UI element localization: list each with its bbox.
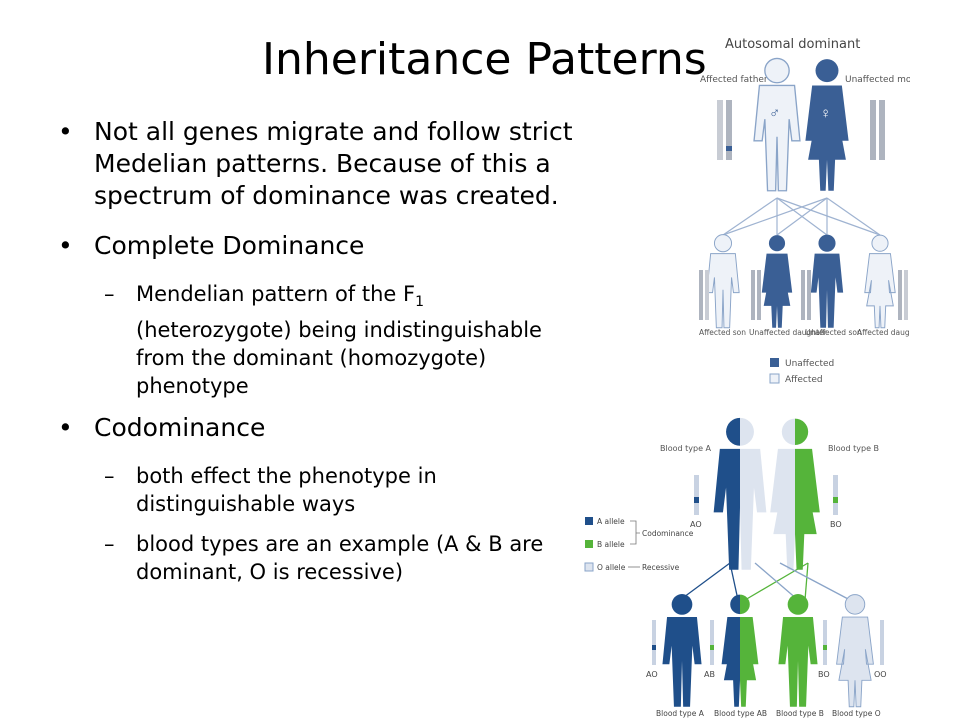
- child-figure-a: [662, 594, 702, 707]
- parent-left-label: Blood type A: [660, 444, 712, 453]
- legend-label: B allele: [597, 540, 625, 549]
- bullet-codominance: • Codominance: [58, 412, 578, 444]
- sub-bullet-text-pre: Mendelian pattern of the F: [136, 282, 416, 306]
- male-symbol: ♂: [769, 105, 780, 122]
- mother-label: Unaffected mother: [845, 75, 910, 85]
- child-figure-o: [836, 594, 874, 708]
- child-genotype: AO: [646, 670, 658, 679]
- blood-type-diagram: Blood type A Blood type B AO BO A allele…: [584, 417, 887, 718]
- child-figure: [761, 235, 793, 328]
- parent-right-genotype: BO: [830, 520, 842, 529]
- sub-bullet-mendelian: – Mendelian pattern of the F1 (heterozyg…: [58, 280, 578, 400]
- inheritance-arrows: [722, 197, 881, 236]
- sub-bullet-phenotype: – both effect the phenotype in distingui…: [58, 462, 578, 518]
- child-blood-type: Blood type AB: [714, 709, 767, 718]
- child-label: Affected daughter: [857, 328, 910, 337]
- female-symbol: ♀: [820, 105, 831, 122]
- bullet-text: Codominance: [94, 413, 266, 443]
- chromosome: [726, 100, 732, 160]
- legend-label: Codominance: [642, 529, 694, 538]
- child-blood-type: Blood type A: [656, 709, 705, 718]
- child-genotype: BO: [818, 670, 830, 679]
- subscript: 1: [415, 294, 425, 311]
- legend-swatch-affected: [769, 373, 780, 384]
- bullet-text: Complete Dominance: [94, 231, 365, 260]
- child-genotype: AB: [704, 670, 715, 679]
- child-figure: [706, 234, 740, 329]
- parent-left-genotype: AO: [690, 520, 702, 529]
- chromosome: [694, 475, 699, 515]
- child-label: Unaffected daughter: [749, 328, 828, 337]
- bullet-text: Not all genes migrate and follow strict …: [94, 117, 573, 210]
- parent-a-figure: [713, 417, 767, 570]
- child-figure: [810, 234, 844, 328]
- dash-marker: –: [104, 532, 115, 557]
- sub-bullet-text: both effect the phenotype in distinguish…: [136, 464, 437, 517]
- chromosome: [870, 100, 876, 160]
- autosomal-heading: Autosomal dominant: [725, 37, 860, 52]
- child-figure: [864, 234, 896, 329]
- child-label: Affected son: [699, 328, 746, 337]
- chromosome-band: [726, 146, 732, 151]
- child-label: Unaffected son: [805, 328, 862, 337]
- father-label: Affected father: [700, 75, 768, 85]
- legend-label: O allele: [597, 563, 626, 572]
- child-figure-ab: [721, 594, 759, 707]
- child-chromosomes: [652, 620, 884, 665]
- legend-label: Recessive: [642, 563, 680, 572]
- legend-label: Unaffected: [785, 359, 834, 369]
- child-genotype: OO: [874, 670, 887, 679]
- autosomal-dominant-diagram: Autosomal dominant Affected father Unaff…: [699, 37, 910, 385]
- legend-swatch-a: [585, 517, 593, 525]
- legend-bracket: [630, 520, 640, 545]
- chromosome: [879, 100, 885, 160]
- sub-bullet-text-post: (heterozygote) being indistinguishable f…: [136, 318, 542, 399]
- chromosome: [833, 475, 838, 515]
- legend-label: Affected: [785, 375, 823, 385]
- dash-marker: –: [104, 464, 115, 489]
- chromosome: [717, 100, 723, 160]
- inheritance-arrows: [679, 562, 851, 601]
- bullet-marker: •: [58, 117, 73, 146]
- parent-b-figure: [770, 418, 820, 570]
- bullet-marker: •: [58, 413, 73, 443]
- child-figure-b: [778, 594, 818, 707]
- mother-figure: [805, 59, 849, 191]
- slide-title: Inheritance Patterns: [262, 34, 707, 85]
- legend-swatch-unaffected: [770, 358, 779, 367]
- dash-marker: –: [104, 282, 115, 306]
- child-chromosomes: [699, 270, 908, 320]
- sub-bullet-text: blood types are an example (A & B are do…: [136, 532, 544, 585]
- bullet-intro: • Not all genes migrate and follow stric…: [58, 116, 578, 212]
- sub-bullet-blood-types: – blood types are an example (A & B are …: [58, 530, 578, 586]
- slide-body: • Not all genes migrate and follow stric…: [58, 116, 578, 598]
- bullet-marker: •: [58, 231, 73, 260]
- chromosome-band: [833, 497, 838, 503]
- bullet-complete-dominance: • Complete Dominance: [58, 230, 578, 262]
- parent-right-label: Blood type B: [828, 444, 879, 453]
- chromosome-band: [694, 497, 699, 503]
- legend-swatch-b: [585, 540, 593, 548]
- child-blood-type: Blood type O: [832, 709, 881, 718]
- child-blood-type: Blood type B: [776, 709, 824, 718]
- legend-label: A allele: [597, 517, 625, 526]
- legend-swatch-o: [584, 562, 594, 572]
